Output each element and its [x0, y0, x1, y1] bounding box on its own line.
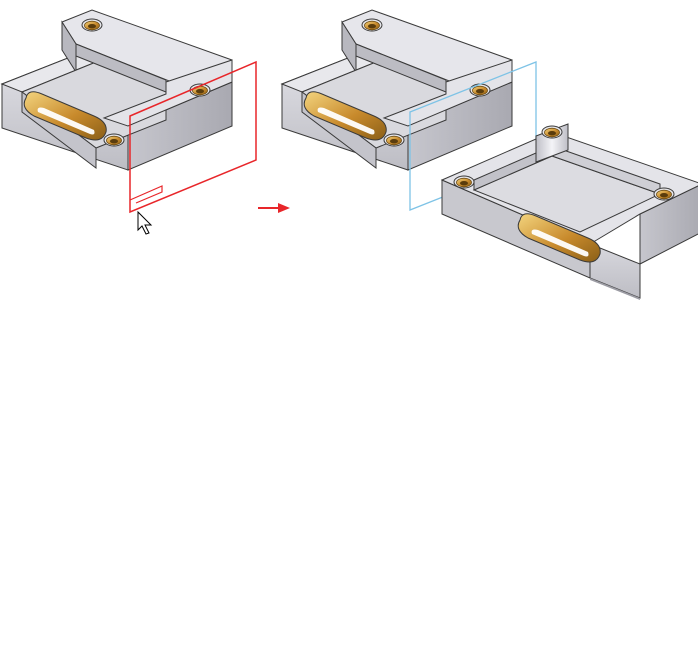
mouse-pointer-icon	[137, 211, 152, 235]
counterbore-hole-icon	[81, 18, 103, 32]
counterbore-hole-icon	[103, 133, 125, 147]
counterbore-hole-icon	[453, 175, 475, 189]
counterbore-hole-icon	[653, 187, 675, 201]
top-row	[1, 9, 698, 301]
remaining-part-top	[281, 9, 513, 171]
counterbore-hole-icon	[541, 125, 563, 139]
counterbore-hole-icon	[361, 18, 383, 32]
counterbore-hole-icon	[383, 133, 405, 147]
active-section-plane[interactable]	[129, 60, 257, 214]
counterbore-hole-icon	[469, 83, 491, 97]
cut-off-part-top	[441, 123, 698, 301]
original-part-top	[1, 9, 233, 171]
process-arrow-icon	[257, 202, 291, 214]
